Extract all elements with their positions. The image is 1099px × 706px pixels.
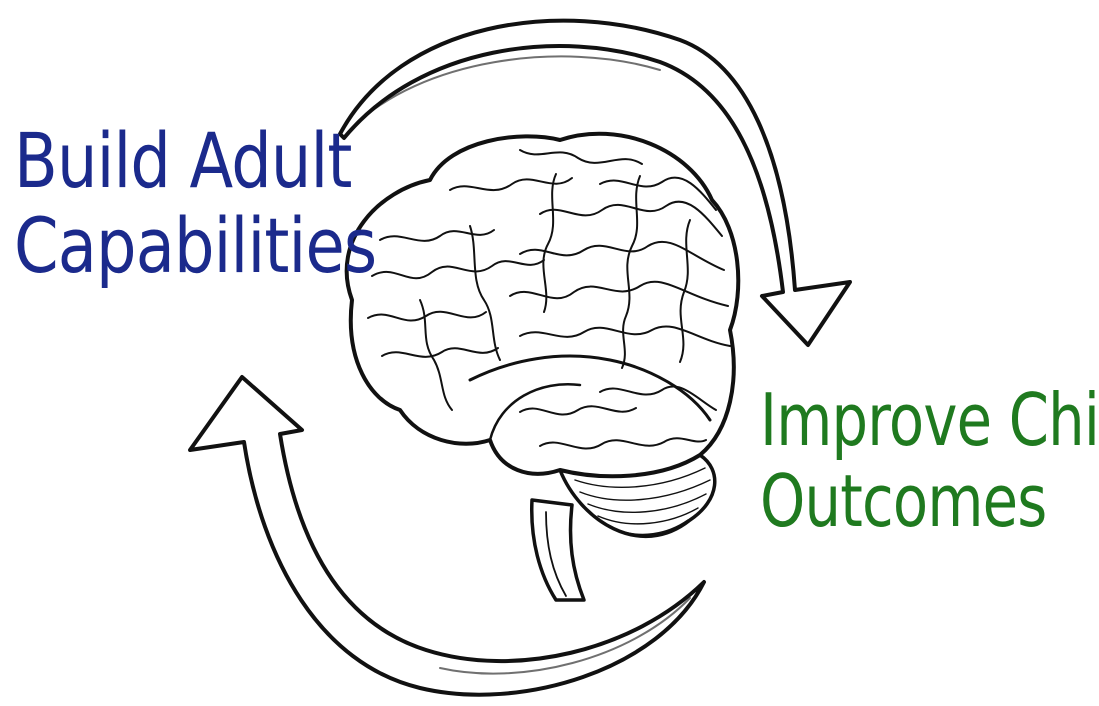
right-label-line-2: Outcomes xyxy=(760,458,1047,543)
left-label-line-2: Capabilities xyxy=(14,201,377,291)
build-adult-capabilities-label: Build Adult Capabilities xyxy=(14,116,377,291)
top-cycle-arrow xyxy=(338,18,852,347)
improve-child-outcomes-label: Improve Child Outcomes xyxy=(760,380,1099,541)
bottom-cycle-arrow xyxy=(188,375,706,697)
right-label-line-1: Improve Child xyxy=(760,378,1099,462)
brain-icon xyxy=(344,131,741,602)
left-label-line-1: Build Adult xyxy=(14,116,352,205)
